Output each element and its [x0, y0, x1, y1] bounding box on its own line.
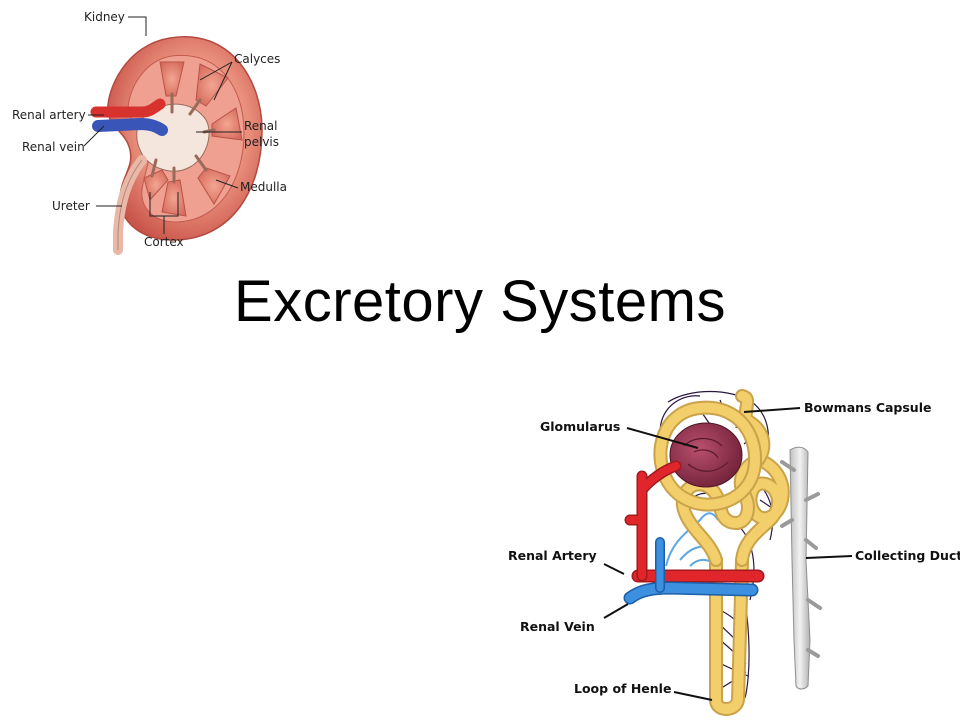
- label-renal-pelvis-line2: pelvis: [244, 135, 279, 149]
- label-renal-artery: Renal artery: [12, 108, 86, 122]
- slide-title: Excretory Systems: [234, 269, 726, 334]
- label-loop-of-henle: Loop of Henle: [574, 681, 671, 696]
- renal-vein-vessel: [92, 117, 168, 136]
- label-cortex: Cortex: [144, 235, 184, 249]
- label-glomerulus: Glomularus: [540, 419, 620, 434]
- label-renal-vein-n: Renal Vein: [520, 619, 595, 634]
- label-renal-artery-n: Renal Artery: [508, 548, 597, 563]
- label-bowmans-capsule: Bowmans Capsule: [804, 400, 931, 415]
- renal-vein-vessel-n: [623, 537, 759, 605]
- label-ureter: Ureter: [52, 199, 90, 213]
- label-kidney: Kidney: [84, 10, 125, 24]
- label-calyces: Calyces: [234, 52, 280, 66]
- glomerulus-shape: [669, 422, 743, 488]
- label-medulla: Medulla: [240, 180, 287, 194]
- collecting-duct-shape: [789, 446, 811, 690]
- renal-artery-vessel: [90, 98, 166, 118]
- label-renal-pelvis-line1: Renal: [244, 119, 277, 133]
- label-renal-vein: Renal vein: [22, 140, 85, 154]
- loop-of-henle: [709, 553, 749, 716]
- label-collecting-duct: Collecting Duct: [855, 548, 960, 563]
